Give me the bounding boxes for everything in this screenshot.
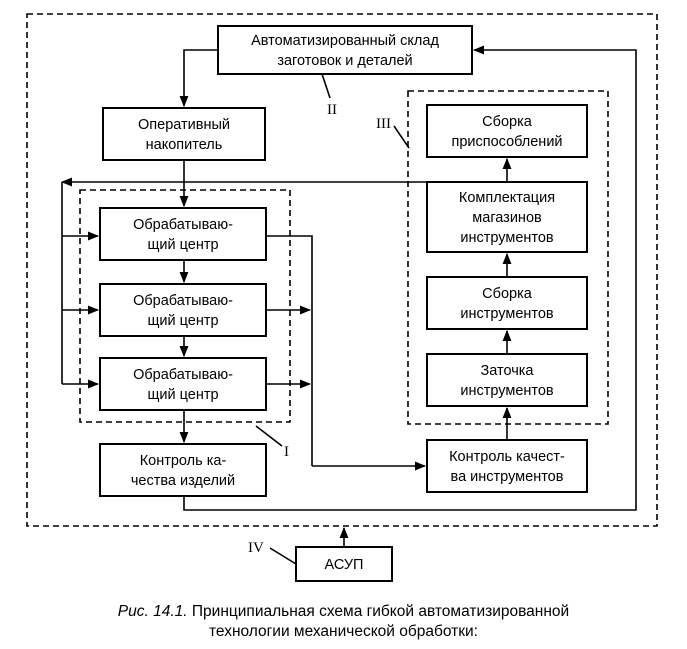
zone-machining (79, 189, 291, 423)
leader-I (255, 425, 283, 447)
box-text-line: чества изделий (131, 473, 235, 489)
leader-III (393, 125, 410, 149)
mc1-text: Обрабатываю-щий центр (133, 217, 233, 253)
fixture-assembly-box: Сборка приспособлений (426, 104, 588, 158)
box-text-line: приспособлений (451, 134, 562, 150)
box-text-line: Автоматизированный склад (251, 33, 439, 49)
box-text-line: магазинов (472, 210, 542, 226)
quality-products-box: Контроль ка-чества изделий (99, 443, 267, 497)
machining-center-1: Обрабатываю-щий центр (99, 207, 267, 261)
box-text-line: Заточка (480, 363, 534, 379)
zone-label-II: II (327, 102, 337, 118)
tool-sharpening-box: Заточка инструментов (426, 353, 588, 407)
zone-label-III: III (376, 116, 391, 132)
mc3-text: Обрабатываю-щий центр (133, 367, 233, 403)
asup-box: АСУП (295, 546, 393, 582)
box-text-line: накопитель (146, 137, 223, 153)
asup-text: АСУП (325, 557, 364, 573)
box-text-line: Контроль качест- (449, 449, 565, 465)
leader-IV (269, 547, 297, 565)
box-text-line: Сборка (482, 114, 533, 130)
box-text-line: ва инструментов (451, 469, 564, 485)
zone-outer (26, 13, 658, 527)
buffer-box: Оперативный накопитель (102, 107, 266, 161)
tool-quality-text: Контроль качест-ва инструментов (449, 449, 565, 485)
box-text-line: Обрабатываю- (133, 217, 233, 233)
fixture-assembly-text: Сборка приспособлений (451, 114, 562, 150)
figure-caption-cont: технологии механической обработки: (0, 622, 687, 642)
leader-II (321, 73, 331, 99)
caption-label: Рис. 14.1. (117, 603, 188, 620)
tool-quality-box: Контроль качест-ва инструментов (426, 439, 588, 493)
buffer-text: Оперативный накопитель (138, 117, 230, 153)
warehouse-box: Автоматизированный склад заготовок и дета… (217, 25, 473, 75)
connectors (60, 45, 637, 565)
box-text-line: АСУП (325, 557, 364, 573)
arrow-warehouse-to-buffer (179, 49, 218, 108)
box-text-line: инструментов (460, 230, 554, 246)
arrow-quality-to-warehouse (183, 45, 637, 511)
box-text-line: Оперативный (138, 117, 230, 133)
box-text-line: Контроль ка- (140, 453, 227, 469)
box-text-line: заготовок и деталей (277, 53, 412, 69)
caption-line-1: Принципиальная схема гибкой автоматизиро… (191, 603, 570, 620)
zone-label-IV: IV (248, 540, 264, 556)
zone-label-I: I (284, 444, 289, 460)
box-text-line: щий центр (147, 237, 218, 253)
tool-assembly-box: Сборка инструментов (426, 276, 588, 330)
box-text-line: Обрабатываю- (133, 367, 233, 383)
zone-tooling (407, 90, 609, 425)
box-text-line: Комплектация (459, 190, 555, 206)
machining-center-2: Обрабатываю-щий центр (99, 283, 267, 337)
box-text-line: инструментов (460, 306, 554, 322)
box-text-line: инструментов (460, 383, 554, 399)
machining-center-3: Обрабатываю-щий центр (99, 357, 267, 411)
tool-sharpening-text: Заточка инструментов (460, 363, 554, 399)
box-text-line: Обрабатываю- (133, 293, 233, 309)
magazine-kitting-box: Комплектация магазинов инструментов (426, 181, 588, 253)
quality-products-text: Контроль ка-чества изделий (131, 453, 235, 489)
box-text-line: щий центр (147, 387, 218, 403)
caption-line-2: технологии механической обработки: (209, 623, 478, 640)
warehouse-text: Автоматизированный склад заготовок и дета… (251, 33, 439, 69)
box-text-line: Сборка (482, 286, 533, 302)
magazine-kitting-text: Комплектация магазинов инструментов (459, 190, 555, 246)
tool-assembly-text: Сборка инструментов (460, 286, 554, 322)
mc2-text: Обрабатываю-щий центр (133, 293, 233, 329)
figure-caption: Рис. 14.1. Принципиальная схема гибкой а… (0, 602, 687, 622)
box-text-line: щий центр (147, 313, 218, 329)
return-line-mc1 (266, 235, 313, 466)
